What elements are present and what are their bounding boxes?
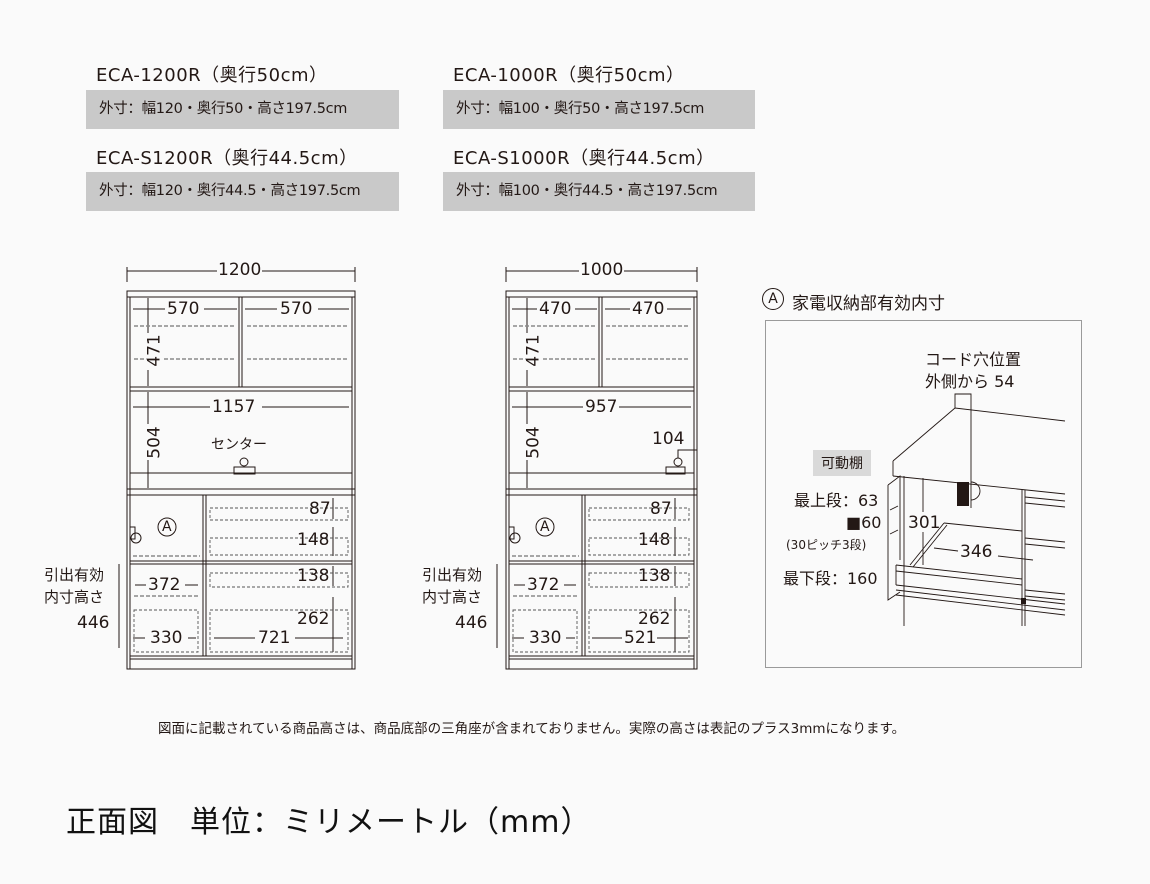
dim-1200-left-drawer-width: 330 <box>150 628 183 648</box>
pullout-label-1200-line2: 内寸高さ <box>44 588 105 606</box>
dim-1200-drawer-4: 262 <box>297 609 330 629</box>
bottom-stage-label: 最下段：160 <box>783 569 878 588</box>
dim-1000-left-tray-width: 372 <box>527 575 560 595</box>
dim-appliance-depth: 346 <box>960 542 993 562</box>
footer-title: 正面図 単位：ミリメートル（mm） <box>66 805 592 840</box>
dim-1200-drawer-3: 138 <box>297 566 330 586</box>
cord-hole-label-line2: 外側から 54 <box>925 372 1015 391</box>
dim-1000-left-drawer-width: 330 <box>529 628 562 648</box>
movable-shelf-tag: 可動棚 <box>813 450 871 476</box>
dim-1000-middle-height: 504 <box>523 425 544 460</box>
dim-1200-upper-right-width: 570 <box>280 299 313 319</box>
pullout-label-1200-line1: 引出有効 <box>44 566 105 584</box>
spec-box-eca-1000r: 外寸：幅100・奥行50・高さ197.5cm <box>443 90 755 129</box>
dim-1000-drawer-4: 262 <box>638 609 671 629</box>
pitch-note-label: (30ピッチ3段) <box>786 538 867 552</box>
model-title-eca-s1200r: ECA-S1200R（奥行44.5cm） <box>96 148 358 169</box>
dim-appliance-height: 301 <box>908 513 941 533</box>
dim-1000-upper-height: 471 <box>523 333 544 368</box>
dim-1000-drawer-2: 148 <box>638 530 671 550</box>
center-label: センター <box>211 437 267 453</box>
spec-box-eca-1200r: 外寸：幅120・奥行50・高さ197.5cm <box>86 90 399 129</box>
dim-1200-left-tray-width: 372 <box>148 575 181 595</box>
dim-1200-upper-height: 471 <box>144 333 165 368</box>
dim-1000-upper-left-width: 470 <box>539 299 572 319</box>
dim-1200-overall-width: 1200 <box>217 260 263 280</box>
dim-1000-right-drawer-width: 521 <box>624 628 657 648</box>
model-title-eca-s1000r: ECA-S1000R（奥行44.5cm） <box>453 148 715 169</box>
dim-1200-right-drawer-width: 721 <box>258 628 291 648</box>
dim-1000-cord-offset: 104 <box>652 429 685 449</box>
appliance-marker-a-1200: A <box>162 519 172 535</box>
spec-box-eca-s1200r: 外寸：幅120・奥行44.5・高さ197.5cm <box>86 172 399 211</box>
spec-box-eca-s1000r: 外寸：幅100・奥行44.5・高さ197.5cm <box>443 172 755 211</box>
dim-1200-drawer-2: 148 <box>297 530 330 550</box>
appliance-detail-panel <box>765 320 1082 668</box>
cord-hole-label-line1: コード穴位置 <box>925 350 1022 369</box>
appliance-marker-a-icon: A <box>762 288 784 310</box>
dim-1000-drawer-1: 87 <box>650 499 672 519</box>
dim-1000-drawer-3: 138 <box>638 566 671 586</box>
dim-1200-drawer-1: 87 <box>309 499 331 519</box>
height-note: 図面に記載されている商品高さは、商品底部の三角座が含まれておりません。実際の高さ… <box>158 721 906 737</box>
pullout-label-1000-line1: 引出有効 <box>422 566 483 584</box>
model-title-eca-1200r: ECA-1200R（奥行50cm） <box>96 65 328 86</box>
pitch-value-label: ■60 <box>846 513 882 532</box>
dim-1200-middle-width: 1157 <box>212 397 256 417</box>
dim-1000-upper-right-width: 470 <box>632 299 665 319</box>
dim-1000-overall-width: 1000 <box>579 260 625 280</box>
appliance-marker-a-1000: A <box>540 519 550 535</box>
pullout-label-1000-line2: 内寸高さ <box>422 588 483 606</box>
dim-1000-middle-width: 957 <box>585 397 618 417</box>
appliance-detail-title: 家電収納部有効内寸 <box>792 294 945 314</box>
model-title-eca-1000r: ECA-1000R（奥行50cm） <box>453 65 685 86</box>
dim-1200-middle-height: 504 <box>144 425 165 460</box>
dim-1200-upper-left-width: 570 <box>167 299 200 319</box>
dim-1200-pullout-height: 446 <box>77 613 110 633</box>
dim-1000-pullout-height: 446 <box>455 613 488 633</box>
top-stage-label: 最上段：63 <box>794 491 879 510</box>
